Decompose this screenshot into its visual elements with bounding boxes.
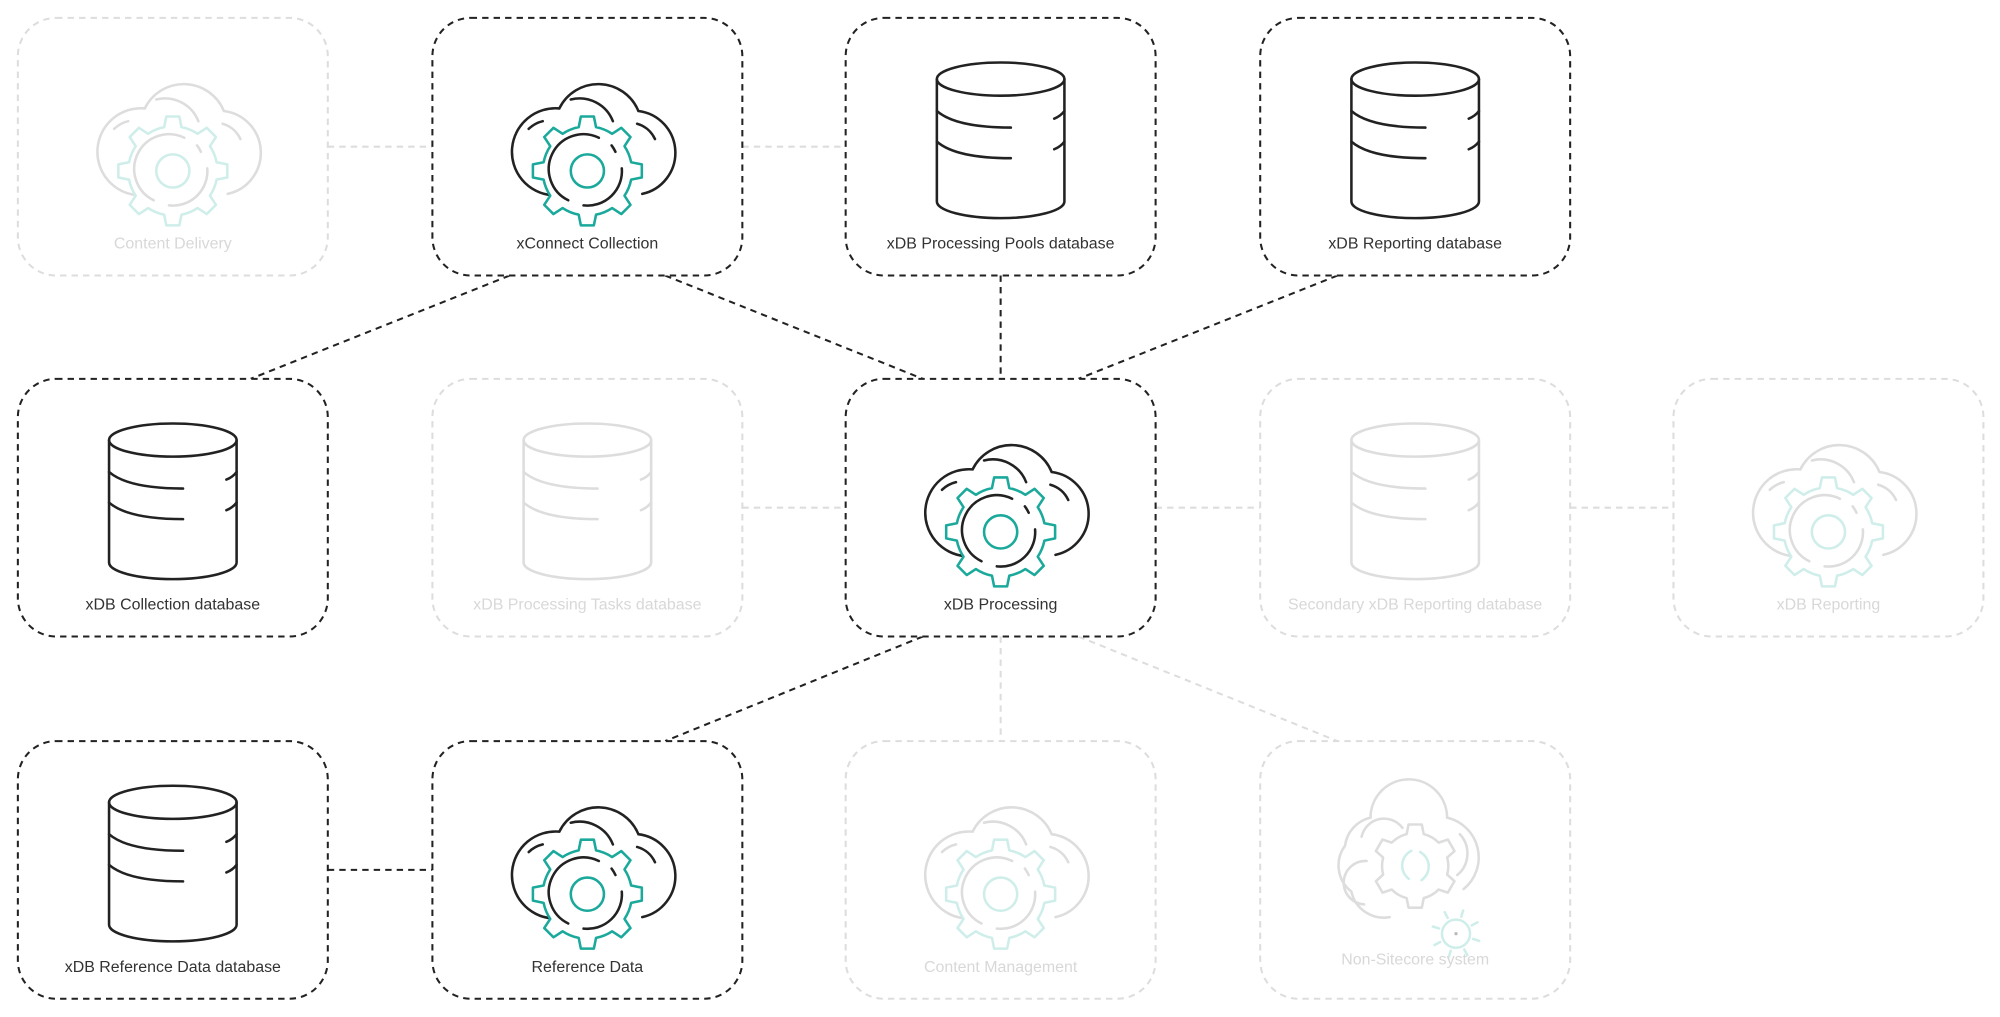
cloud-gear-icon <box>923 443 1090 588</box>
node-content-management[interactable]: Content Management <box>844 740 1157 1000</box>
node-label: xDB Processing Pools database <box>887 236 1115 253</box>
database-icon <box>107 784 238 943</box>
node-label: Content Delivery <box>114 236 232 253</box>
node-xconnect-collection[interactable]: xConnect Collection <box>431 16 744 277</box>
node-label: Content Management <box>924 959 1078 976</box>
node-label: xDB Reporting database <box>1328 236 1502 253</box>
connection-xconnect-collection-to-xdb-processing <box>664 274 924 380</box>
node-reference-data[interactable]: Reference Data <box>431 740 744 1000</box>
node-frame <box>844 16 1157 277</box>
node-xdb-processing[interactable]: xDB Processing <box>844 377 1157 638</box>
node-frame <box>431 377 744 638</box>
cloud-gear-icon <box>96 82 263 227</box>
connection-xdb-processing-to-reference-data <box>664 635 924 743</box>
node-label: xDB Reference Data database <box>65 959 281 976</box>
node-label: xDB Processing Tasks database <box>473 597 701 614</box>
node-label: xDB Reporting <box>1777 597 1881 614</box>
database-icon <box>935 61 1066 220</box>
node-frame <box>1259 377 1572 638</box>
node-xdb-reference-data-database[interactable]: xDB Reference Data database <box>16 740 329 1000</box>
node-frame <box>16 377 329 638</box>
node-frame <box>16 740 329 1000</box>
sun-gear-icon <box>1431 909 1481 959</box>
node-non-sitecore-system[interactable]: Non-Sitecore system <box>1259 740 1572 1000</box>
node-secondary-xdb-reporting-database[interactable]: Secondary xDB Reporting database <box>1259 377 1572 638</box>
connection-xdb-reporting-database-to-xdb-processing <box>1078 274 1338 380</box>
node-xdb-reporting[interactable]: xDB Reporting <box>1672 377 1985 638</box>
connections <box>250 145 1674 871</box>
node-xdb-processing-tasks-database[interactable]: xDB Processing Tasks database <box>431 377 744 638</box>
cloud-gear-icon <box>510 806 677 950</box>
node-label: xConnect Collection <box>516 236 658 253</box>
cloud-gear-icon <box>510 82 677 227</box>
connection-xconnect-collection-to-xdb-collection-database <box>250 274 510 380</box>
node-xdb-collection-database[interactable]: xDB Collection database <box>16 377 329 638</box>
node-label: xDB Processing <box>944 597 1057 614</box>
node-label: Reference Data <box>532 959 644 976</box>
cloud-gear-icon <box>923 806 1090 950</box>
nodes: Content Delivery xConnect Collection xDB P… <box>16 16 1985 1000</box>
cloud-gear-icon <box>1751 443 1918 588</box>
node-frame <box>1259 16 1572 277</box>
node-xdb-reporting-database[interactable]: xDB Reporting database <box>1259 16 1572 277</box>
node-label: xDB Collection database <box>86 597 261 614</box>
node-xdb-processing-pools-database[interactable]: xDB Processing Pools database <box>844 16 1157 277</box>
database-icon <box>1350 422 1481 581</box>
node-label: Non-Sitecore system <box>1341 951 1489 968</box>
database-icon <box>1350 61 1481 220</box>
connection-xdb-processing-to-non-sitecore-system <box>1078 635 1338 743</box>
node-content-delivery[interactable]: Content Delivery <box>16 16 329 277</box>
database-icon <box>107 422 238 581</box>
gear-icon <box>1374 823 1456 909</box>
node-label: Secondary xDB Reporting database <box>1288 597 1542 614</box>
database-icon <box>522 422 653 581</box>
external-system-icon <box>1337 778 1481 959</box>
